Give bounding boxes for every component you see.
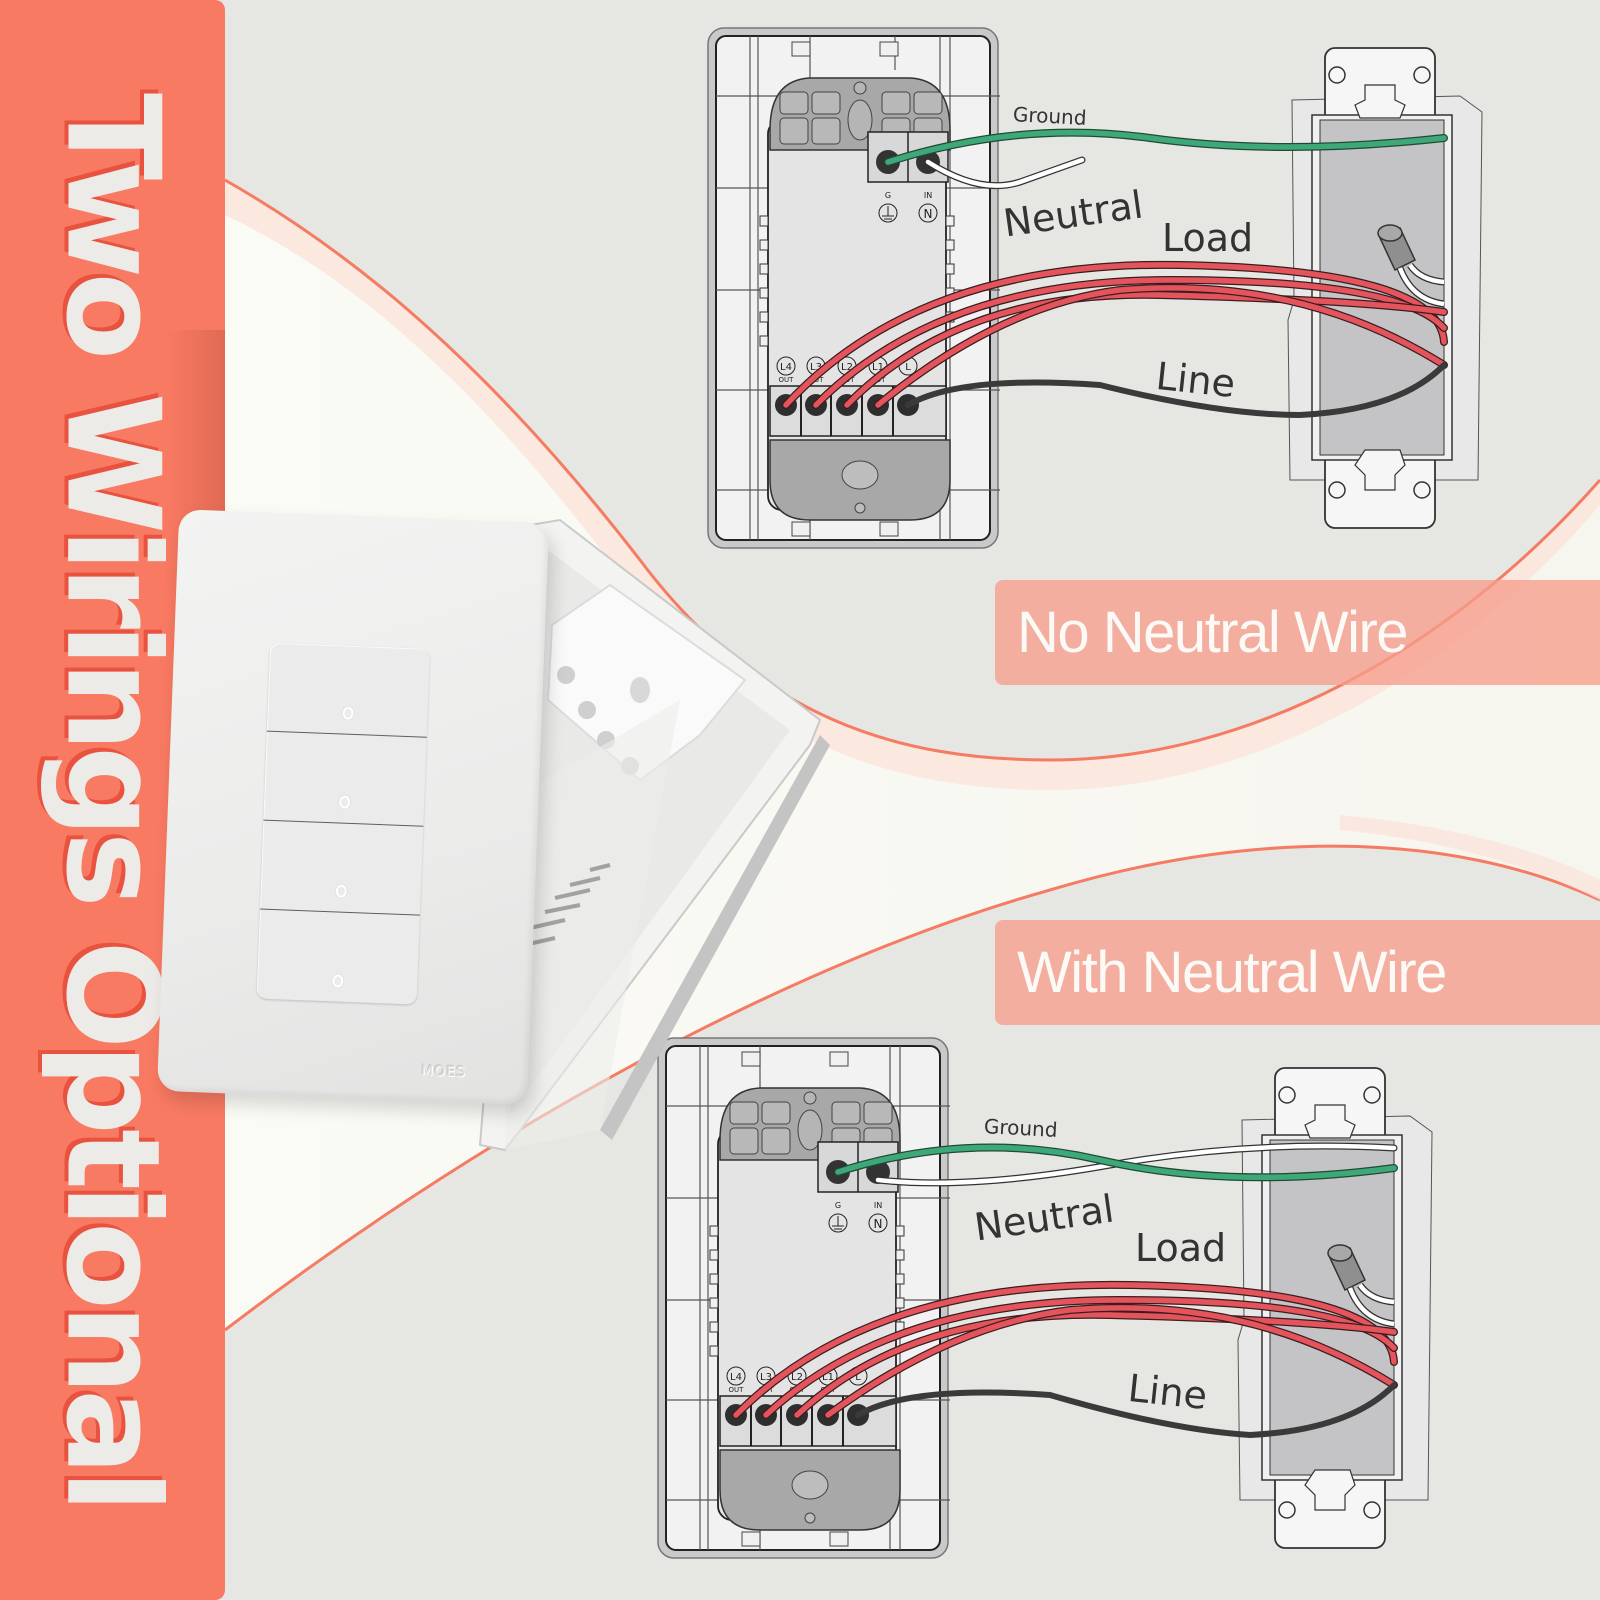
svg-text:IN: IN bbox=[924, 191, 932, 200]
svg-text:L2: L2 bbox=[791, 1372, 803, 1383]
ground-label: Ground bbox=[983, 1114, 1059, 1142]
switch-button-3[interactable] bbox=[259, 820, 424, 916]
ground-label: Ground bbox=[1012, 102, 1088, 130]
load-label: Load bbox=[1162, 216, 1254, 260]
indicator-led-icon bbox=[332, 974, 344, 988]
no-neutral-heading: No Neutral Wire bbox=[995, 580, 1600, 685]
svg-text:N: N bbox=[924, 207, 933, 221]
wires bbox=[732, 1142, 1398, 1439]
svg-text:OUT: OUT bbox=[729, 1386, 745, 1394]
svg-text:L2: L2 bbox=[841, 362, 853, 373]
load-label: Load bbox=[1135, 1226, 1227, 1270]
svg-text:G: G bbox=[885, 191, 891, 200]
wire-nut bbox=[1377, 224, 1445, 308]
line-label: Line bbox=[1153, 353, 1238, 407]
page-title: Two Wirings Optional bbox=[37, 92, 187, 1508]
line-label: Line bbox=[1125, 1365, 1210, 1419]
switch-faceplate: MOES bbox=[156, 509, 550, 1105]
wire-nut bbox=[1327, 1244, 1395, 1328]
svg-text:L: L bbox=[855, 1372, 861, 1383]
svg-text:L4: L4 bbox=[780, 362, 792, 373]
svg-text:L3: L3 bbox=[810, 362, 822, 373]
svg-text:L1: L1 bbox=[872, 362, 884, 373]
svg-text:OUT: OUT bbox=[779, 376, 795, 384]
brand-logo: MOES bbox=[420, 1062, 467, 1081]
switch-button-4[interactable] bbox=[257, 910, 420, 1005]
svg-text:L3: L3 bbox=[760, 1372, 772, 1383]
svg-text:N: N bbox=[874, 1217, 883, 1231]
indicator-led-icon bbox=[342, 706, 354, 720]
svg-text:L1: L1 bbox=[822, 1372, 834, 1383]
indicator-led-icon bbox=[335, 884, 348, 898]
indicator-led-icon bbox=[338, 795, 351, 809]
svg-text:L4: L4 bbox=[730, 1372, 742, 1383]
keypad bbox=[256, 642, 431, 1005]
svg-text:G: G bbox=[835, 1201, 841, 1210]
svg-text:IN: IN bbox=[874, 1201, 882, 1210]
with-neutral-heading: With Neutral Wire bbox=[995, 920, 1600, 1025]
switch-button-1[interactable] bbox=[266, 642, 431, 738]
wires bbox=[782, 128, 1448, 419]
switch-button-2[interactable] bbox=[263, 731, 427, 827]
svg-text:L: L bbox=[905, 362, 911, 373]
